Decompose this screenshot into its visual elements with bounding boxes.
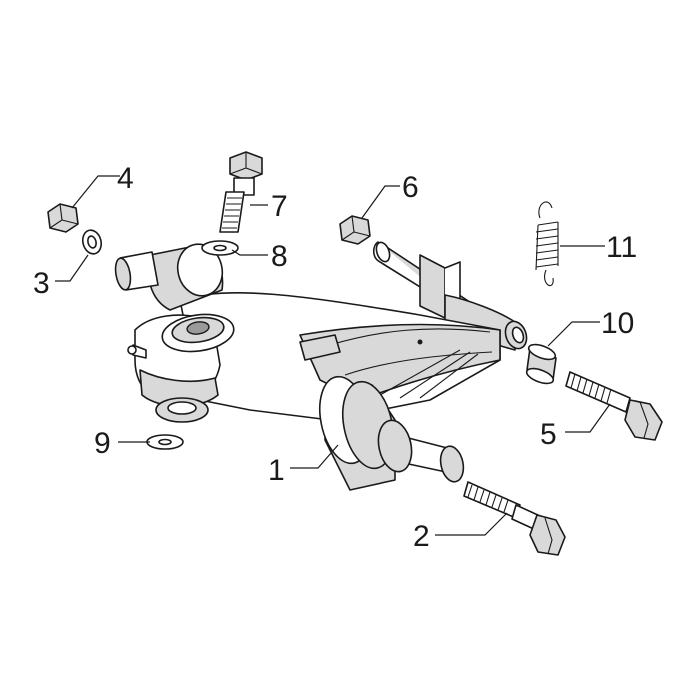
swing-arm	[114, 241, 528, 491]
callout-11: 11	[606, 231, 637, 264]
bolt-vertical	[219, 151, 263, 233]
leader-4	[71, 175, 120, 209]
callout-9: 9	[94, 427, 111, 460]
callout-2: 2	[413, 520, 430, 553]
leader-10	[547, 321, 600, 347]
callout-10: 10	[601, 307, 634, 340]
bolt-upper	[565, 371, 663, 441]
leader-3	[55, 254, 89, 282]
bolt-lower	[463, 481, 566, 556]
callout-3: 3	[33, 267, 50, 300]
callout-5: 5	[540, 418, 557, 451]
callout-4: 4	[117, 162, 134, 195]
nut-left	[47, 203, 79, 233]
callout-7: 7	[271, 190, 288, 223]
leader-1	[290, 444, 339, 469]
return-spring	[535, 201, 559, 287]
nut-right	[339, 215, 371, 245]
callout-8: 8	[271, 240, 288, 273]
callout-1: 1	[268, 454, 285, 487]
leader-5	[565, 403, 611, 433]
callout-labels: 1 2 3 4 5 6 7 8 9 10 11	[33, 162, 637, 553]
washer-lower	[146, 434, 184, 450]
leader-6	[361, 185, 400, 219]
callout-6: 6	[402, 171, 419, 204]
leader-lines	[55, 175, 611, 536]
washer-left	[81, 229, 103, 255]
washer-upper	[201, 240, 239, 256]
leader-2	[435, 512, 508, 536]
leader-8	[231, 249, 268, 256]
spacer-sleeve	[525, 343, 557, 385]
